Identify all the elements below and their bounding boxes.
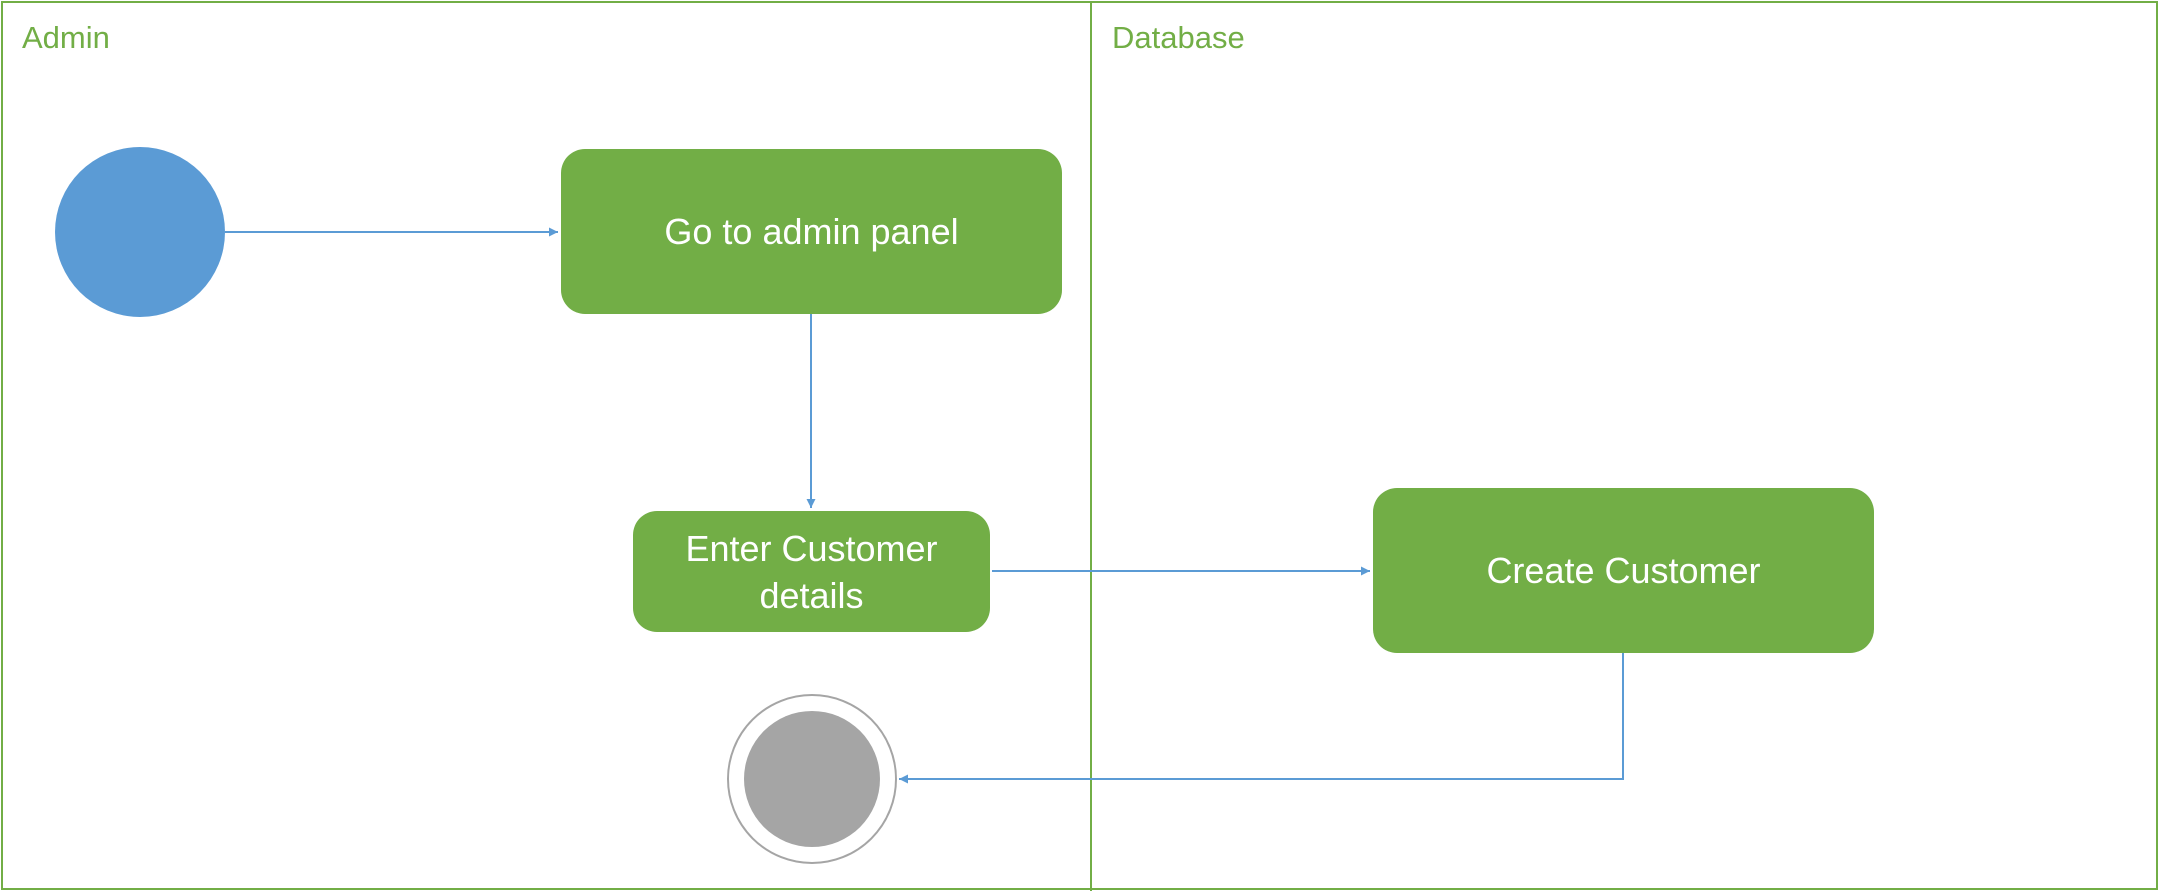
activity-label: Create Customer [1486, 550, 1761, 591]
lane-label-database: Database [1112, 20, 1245, 55]
edge-create-customer-to-end [899, 653, 1624, 784]
initial-node [55, 147, 225, 317]
swimlane-divider [1090, 1, 1092, 891]
activity-go-to-admin-panel: Go to admin panel [561, 149, 1062, 314]
activity-label: Go to admin panel [664, 211, 959, 252]
final-node-core [744, 711, 880, 847]
activity-enter-customer-details: Enter Customer details [633, 511, 990, 632]
lane-label-admin: Admin [22, 20, 110, 55]
activity-create-customer: Create Customer [1373, 488, 1874, 653]
activity-label: Enter Customer details [685, 527, 938, 616]
